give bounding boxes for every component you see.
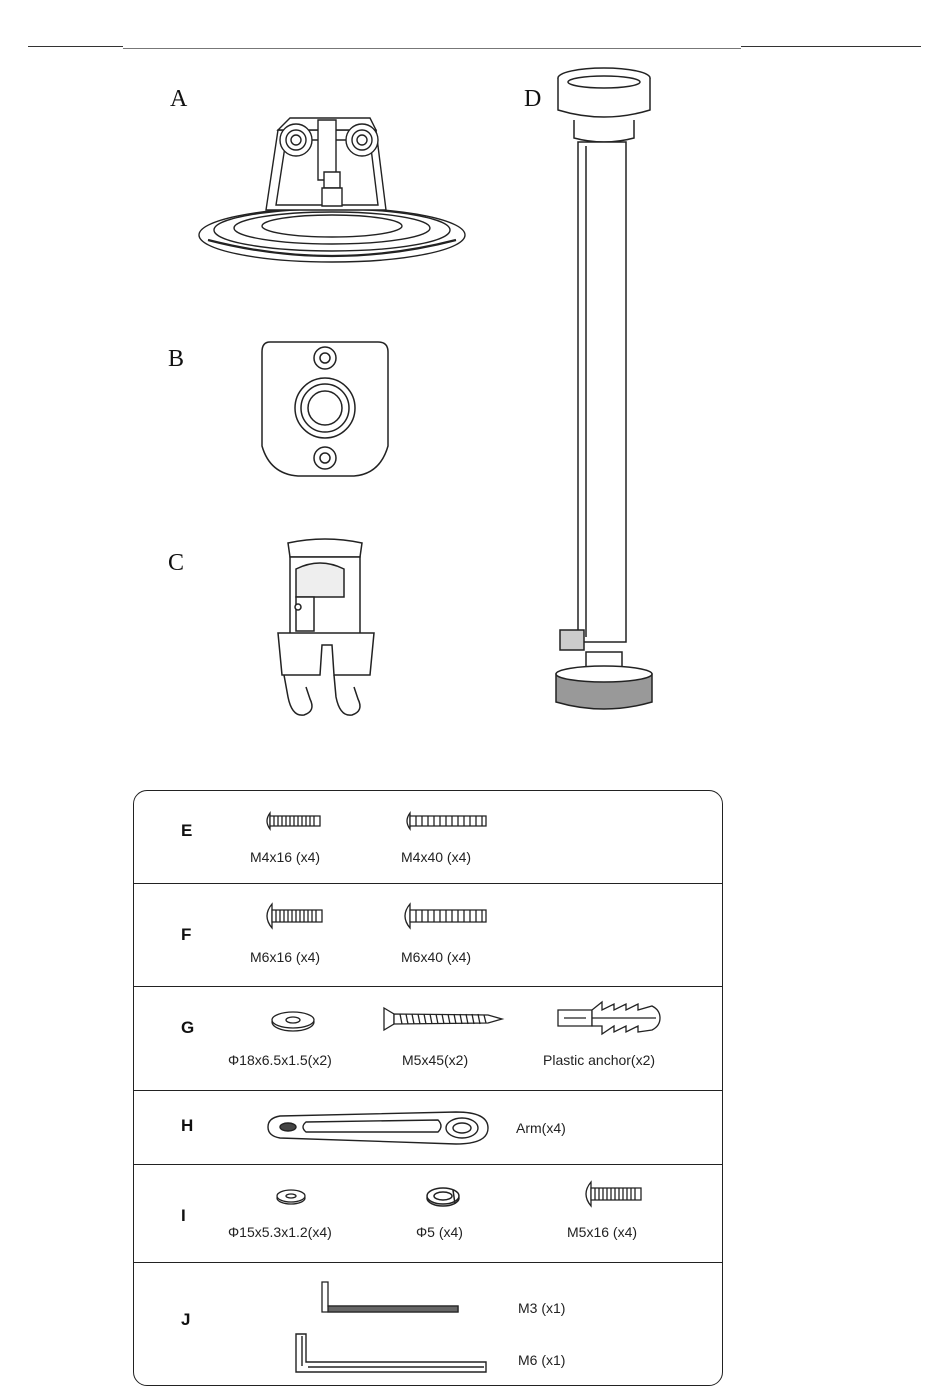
washer-18-icon	[270, 1010, 316, 1032]
caption-m4x40: M4x40 (x4)	[401, 849, 471, 865]
hardware-row-i: I Φ15x5.3x1.2(x4) Φ5 (x4)	[134, 1164, 722, 1263]
part-label-b: B	[168, 346, 184, 373]
plastic-anchor-icon	[556, 1000, 666, 1036]
top-rule-center	[123, 48, 741, 49]
caption-arm: Arm(x4)	[516, 1120, 566, 1136]
hardware-row-e: E M4x16 (x4) M4x40 (x4)	[134, 791, 722, 884]
row-letter-h: H	[181, 1116, 193, 1136]
wood-screw-m5x45-icon	[380, 1006, 504, 1032]
caption-m6x16: M6x16 (x4)	[250, 949, 320, 965]
caption-plastic-anchor: Plastic anchor(x2)	[543, 1052, 655, 1068]
projector-adapter-illustration	[270, 535, 385, 720]
hardware-table: E M4x16 (x4) M4x40 (x4) F	[133, 790, 723, 1386]
caption-washer-15: Φ15x5.3x1.2(x4)	[228, 1224, 332, 1240]
hardware-row-h: H Arm(x4)	[134, 1090, 722, 1165]
part-label-a: A	[170, 86, 187, 113]
hardware-row-j: J M3 (x1) M6 (x1)	[134, 1262, 722, 1385]
top-rule-left	[28, 46, 123, 47]
row-letter-i: I	[181, 1206, 186, 1226]
caption-hex-key-m6: M6 (x1)	[518, 1352, 565, 1368]
spring-washer-icon	[425, 1186, 461, 1208]
caption-m5x45: M5x45(x2)	[402, 1052, 468, 1068]
ceiling-plate-bracket-illustration	[190, 100, 475, 270]
part-label-c: C	[168, 550, 184, 577]
screw-m6x40-icon	[400, 903, 488, 929]
washer-15-icon	[275, 1188, 307, 1206]
caption-washer-18: Φ18x6.5x1.5(x2)	[228, 1052, 332, 1068]
hardware-row-g: G Φ18x6.5x1.5(x2) M5x45(x2)	[134, 986, 722, 1091]
caption-m5x16: M5x16 (x4)	[567, 1224, 637, 1240]
caption-hex-key-m3: M3 (x1)	[518, 1300, 565, 1316]
arm-icon	[266, 1110, 492, 1146]
caption-spring-washer: Φ5 (x4)	[416, 1224, 463, 1240]
mounting-plate-illustration	[258, 338, 392, 480]
hardware-row-f: F M6x16 (x4) M6x40 (x4)	[134, 883, 722, 987]
caption-m4x16: M4x16 (x4)	[250, 849, 320, 865]
hex-key-m6-icon	[294, 1332, 488, 1376]
extension-pole-illustration	[550, 62, 660, 712]
top-rule-right	[741, 46, 921, 47]
screw-m4x40-icon	[402, 811, 488, 831]
row-letter-f: F	[181, 925, 191, 945]
screw-m6x16-icon	[262, 903, 324, 929]
row-letter-g: G	[181, 1018, 194, 1038]
screw-m4x16-icon	[262, 811, 322, 831]
row-letter-j: J	[181, 1310, 190, 1330]
row-letter-e: E	[181, 821, 192, 841]
part-label-d: D	[524, 86, 541, 113]
screw-m5x16-icon	[581, 1180, 643, 1208]
hex-key-m3-icon	[320, 1280, 460, 1314]
caption-m6x40: M6x40 (x4)	[401, 949, 471, 965]
